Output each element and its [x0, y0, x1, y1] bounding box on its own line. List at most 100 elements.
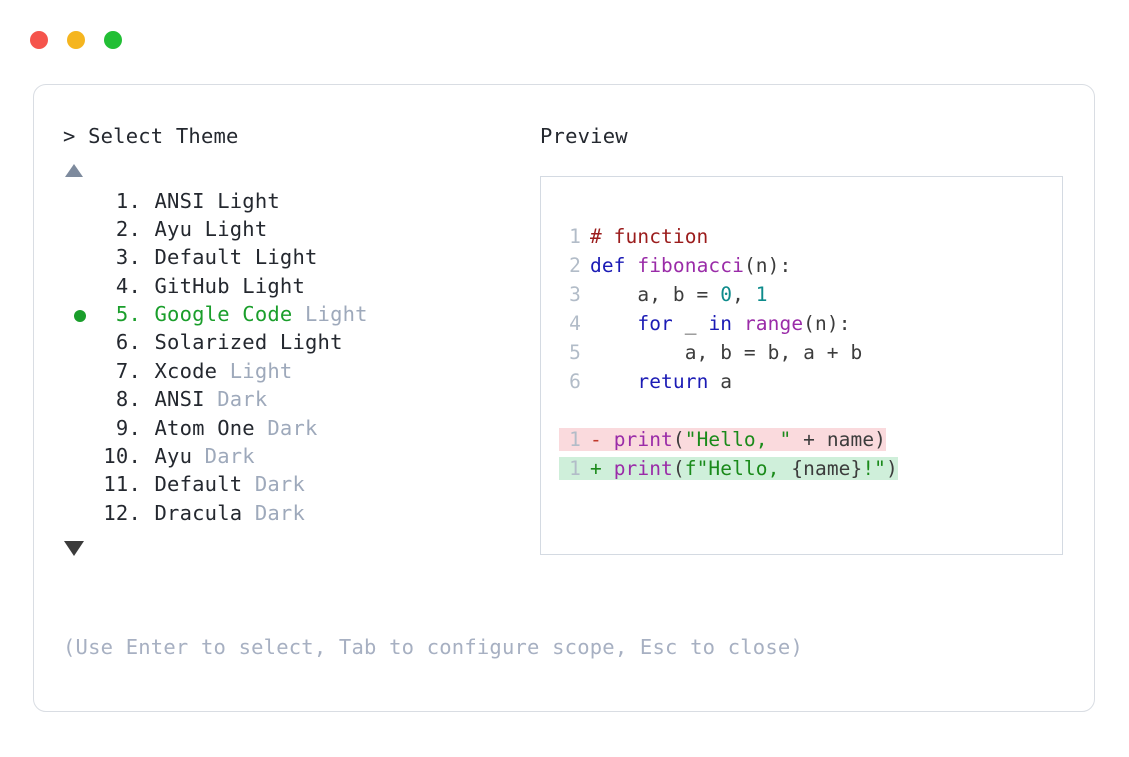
code-token: range	[743, 311, 804, 335]
code-token: (	[672, 427, 685, 451]
theme-item-name: Default	[154, 472, 243, 497]
selection-bullet-cell	[63, 359, 97, 387]
close-button[interactable]	[30, 31, 48, 49]
code-token: (n):	[803, 311, 851, 335]
theme-list-item[interactable]: 10.Ayu Dark	[63, 444, 533, 472]
theme-list-item[interactable]: 6.Solarized Light	[63, 330, 533, 358]
code-token: {name}	[791, 456, 863, 480]
theme-item-index: 4.	[115, 273, 141, 298]
bullet-placeholder	[74, 225, 86, 237]
triangle-down-icon[interactable]	[64, 541, 84, 557]
code-token: (n):	[743, 253, 792, 277]
theme-item-name: Atom One	[154, 415, 255, 440]
theme-item-variant: Dark	[254, 415, 318, 440]
theme-item-variant: Light	[192, 216, 268, 241]
theme-item-index: 7.	[115, 358, 141, 383]
theme-list-item[interactable]: 1.ANSI Light	[63, 189, 533, 217]
theme-item-index: 2.	[115, 216, 141, 241]
diff-highlight: 1+ print(f"Hello, {name}!")	[559, 456, 898, 480]
theme-list-item[interactable]: 2. Ayu Light	[63, 217, 533, 245]
selection-bullet-cell	[63, 274, 97, 302]
theme-item-variant: Dark	[242, 472, 306, 497]
code-line-content: def fibonacci(n):	[590, 254, 791, 277]
code-token: !"	[862, 456, 887, 480]
code-token: _	[672, 311, 709, 335]
theme-item-variant: Dark	[204, 387, 268, 412]
line-number: 1	[569, 224, 581, 248]
code-token: 1	[755, 282, 768, 306]
selection-bullet-cell	[63, 501, 97, 529]
selection-bullet-cell	[63, 416, 97, 444]
code-token: return	[637, 369, 709, 393]
theme-list-item[interactable]: 3.Default Light	[63, 245, 533, 273]
line-number: 5	[569, 340, 581, 364]
code-blank-line	[559, 399, 1062, 428]
code-line-content: print("Hello, " + name)	[614, 428, 886, 451]
code-line-content: a, b = b, a + b	[590, 340, 863, 364]
keyboard-hint: (Use Enter to select, Tab to configure s…	[63, 635, 803, 659]
bullet-placeholder	[74, 452, 86, 464]
code-line-content: return a	[590, 370, 732, 393]
theme-item-index: 11.	[103, 472, 141, 497]
line-number: 4	[569, 311, 581, 335]
code-token: for	[637, 311, 673, 335]
theme-item-name: Solarized	[154, 330, 268, 355]
code-line: 3 a, b = 0, 1	[559, 283, 1062, 312]
code-line: 2 def fibonacci(n):	[559, 254, 1062, 283]
theme-item-name: Google Code	[154, 302, 293, 327]
code-token: ,	[732, 282, 756, 306]
theme-list-item[interactable]: 4.GitHub Light	[63, 274, 533, 302]
minimize-button[interactable]	[67, 31, 85, 49]
bullet-placeholder	[74, 509, 86, 521]
theme-list-item[interactable]: 7.Xcode Light	[63, 359, 533, 387]
code-line: 1# function	[559, 225, 1062, 254]
code-token: print	[613, 427, 673, 451]
code-token	[732, 312, 744, 335]
theme-list-item[interactable]: 8.ANSI Dark	[63, 387, 533, 415]
code-token: def	[590, 253, 638, 277]
selection-bullet-cell	[63, 330, 97, 358]
diff-marker: -	[590, 427, 614, 451]
window-titlebar	[30, 31, 122, 49]
bullet-placeholder	[74, 197, 86, 209]
code-token: a	[708, 369, 733, 393]
theme-item-name: Dracula	[154, 500, 243, 525]
maximize-button[interactable]	[104, 31, 122, 49]
theme-list-item[interactable]: 5.Google Code Light	[63, 302, 533, 330]
theme-item-name: Default	[154, 245, 243, 270]
selection-bullet-cell	[63, 472, 97, 500]
line-number: 1	[569, 427, 581, 451]
theme-item-name: GitHub	[154, 273, 230, 298]
code-token: a, b =	[590, 282, 721, 306]
code-token: a, b = b, a + b	[590, 340, 863, 364]
theme-list-item[interactable]: 12.Dracula Dark	[63, 501, 533, 529]
code-token: f"Hello,	[684, 456, 792, 480]
code-line: 5 a, b = b, a + b	[559, 341, 1062, 370]
code-token: fibonacci	[637, 253, 744, 277]
theme-item-variant: Dark	[242, 500, 306, 525]
code-token	[590, 370, 637, 393]
code-token: (	[672, 456, 685, 480]
line-number: 2	[569, 253, 581, 277]
theme-item-variant: Light	[242, 245, 318, 270]
theme-item-variant: Light	[267, 330, 343, 355]
code-token: "Hello, "	[684, 427, 792, 451]
theme-item-name: Ayu	[154, 444, 193, 469]
line-number: 1	[569, 456, 581, 480]
theme-list-item[interactable]: 9.Atom One Dark	[63, 416, 533, 444]
triangle-up-icon[interactable]	[65, 163, 83, 177]
theme-item-name: Ayu	[154, 216, 193, 241]
selection-bullet-cell	[63, 217, 97, 245]
code-line-content: a, b = 0, 1	[590, 283, 768, 306]
theme-list-item[interactable]: 11. Default Dark	[63, 472, 533, 500]
code-token: + name)	[791, 427, 887, 451]
code-line-content: print(f"Hello, {name}!")	[614, 457, 898, 480]
line-number: 3	[569, 282, 581, 306]
theme-item-variant: Light	[292, 302, 368, 327]
bullet-placeholder	[74, 481, 86, 493]
